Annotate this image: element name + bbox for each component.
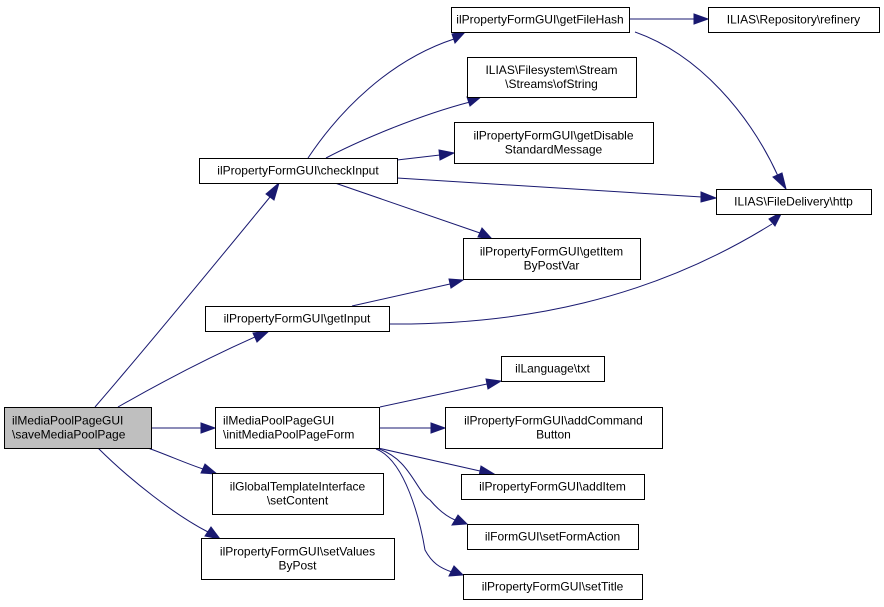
node-box [212, 473, 384, 515]
edge-initForm-to-setTitle [375, 448, 465, 577]
edge-root-to-getInput [117, 330, 271, 408]
edge-root-to-initForm [151, 422, 217, 434]
node-box [205, 306, 390, 332]
node-label: \setContent [267, 494, 329, 508]
node-label: ILIAS\Filesystem\Stream [485, 63, 617, 77]
node-label: ilLanguage\txt [515, 362, 590, 376]
node-label: ilPropertyFormGUI\getItem [480, 245, 623, 259]
node-setContent[interactable]: ilGlobalTemplateInterface\setContent [212, 473, 384, 515]
node-box [467, 524, 639, 550]
edges-layer [94, 13, 787, 577]
nodes-layer: ilMediaPoolPageGUI\saveMediaPoolPageilPr… [4, 7, 880, 600]
edge-getInput-to-http [388, 210, 784, 325]
node-label: ilGlobalTemplateInterface [230, 480, 366, 494]
node-getFileHash[interactable]: ilPropertyFormGUI\getFileHash [451, 7, 630, 33]
node-label: StandardMessage [505, 143, 603, 157]
node-label: ilPropertyFormGUI\checkInput [217, 164, 379, 178]
node-label: ByPost [278, 559, 317, 573]
node-box [461, 474, 645, 500]
edge-root-to-setValuesByPost [97, 447, 222, 540]
node-box [445, 407, 663, 449]
node-initForm[interactable]: ilMediaPoolPageGUI\initMediaPoolPageForm [215, 407, 380, 449]
node-label: \saveMediaPoolPage [12, 428, 126, 442]
node-setTitle[interactable]: ilPropertyFormGUI\setTitle [463, 574, 643, 600]
node-label: ilPropertyFormGUI\getInput [224, 312, 371, 326]
node-addItem[interactable]: ilPropertyFormGUI\addItem [461, 474, 645, 500]
edge-initForm-to-txt [379, 378, 503, 408]
node-label: ilPropertyFormGUI\setValues [220, 545, 375, 559]
node-box [501, 356, 605, 382]
node-http[interactable]: ILIAS\FileDelivery\http [716, 189, 872, 215]
edge-getInput-to-getItemByPostVar [351, 278, 465, 307]
node-box [716, 189, 872, 215]
edge-root-to-checkInput [94, 181, 280, 408]
node-getInput[interactable]: ilPropertyFormGUI\getInput [205, 306, 390, 332]
node-box [215, 407, 380, 449]
node-ofString[interactable]: ILIAS\Filesystem\Stream\Streams\ofString [467, 57, 637, 98]
node-label: ILIAS\Repository\refinery [727, 13, 860, 27]
edge-checkInput-to-ofString [325, 95, 484, 159]
node-label: ilFormGUI\setFormAction [485, 530, 620, 544]
node-label: ILIAS\FileDelivery\http [734, 195, 853, 209]
node-label: ilPropertyFormGUI\setTitle [482, 580, 624, 594]
edge-checkInput-to-http [396, 177, 718, 203]
node-box [201, 538, 395, 580]
node-box [463, 574, 643, 600]
node-box [4, 407, 152, 449]
node-box [708, 7, 880, 33]
node-setFormAction[interactable]: ilFormGUI\setFormAction [467, 524, 639, 550]
node-label: Button [536, 428, 571, 442]
node-box [199, 158, 398, 184]
edge-checkInput-to-getFileHash [307, 30, 468, 159]
node-getDisable[interactable]: ilPropertyFormGUI\getDisableStandardMess… [454, 122, 654, 164]
edge-checkInput-to-getItemByPostVar [334, 182, 494, 240]
node-label: ilMediaPoolPageGUI [223, 414, 334, 428]
node-label: ilPropertyFormGUI\getFileHash [456, 13, 623, 27]
node-label: ilPropertyFormGUI\addItem [479, 480, 626, 494]
node-label: ilMediaPoolPageGUI [12, 414, 123, 428]
edge-checkInput-to-getDisable [396, 149, 456, 161]
node-label: \initMediaPoolPageForm [223, 428, 354, 442]
node-box [463, 238, 641, 280]
node-box [451, 7, 630, 33]
node-label: ilPropertyFormGUI\addCommand [464, 414, 643, 428]
edge-initForm-to-addCommandButton [379, 422, 447, 434]
node-refinery[interactable]: ILIAS\Repository\refinery [708, 7, 880, 33]
edge-initForm-to-addItem [377, 447, 496, 477]
node-checkInput[interactable]: ilPropertyFormGUI\checkInput [199, 158, 398, 184]
edge-getFileHash-to-http [634, 31, 787, 191]
node-box [454, 122, 654, 164]
node-label: ilPropertyFormGUI\getDisable [473, 129, 633, 143]
node-root[interactable]: ilMediaPoolPageGUI\saveMediaPoolPage [4, 407, 152, 449]
node-box [467, 57, 637, 98]
edge-root-to-setContent [147, 447, 219, 475]
edge-getFileHash-to-refinery [629, 13, 710, 25]
edge-initForm-to-setFormAction [375, 447, 469, 526]
node-label: \Streams\ofString [505, 77, 598, 91]
node-txt[interactable]: ilLanguage\txt [501, 356, 605, 382]
node-label: ByPostVar [524, 259, 580, 273]
